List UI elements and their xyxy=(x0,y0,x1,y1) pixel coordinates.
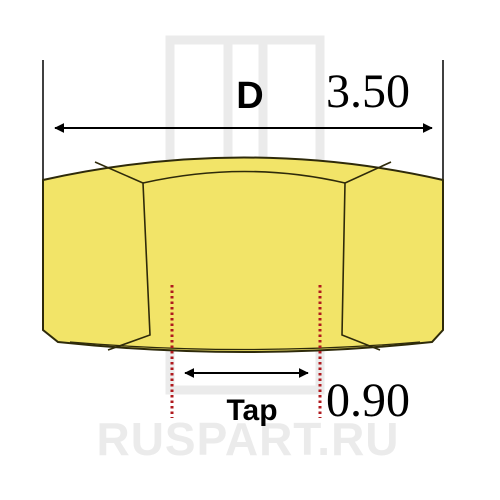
hex-nut-body xyxy=(42,156,444,353)
hex-facet-right xyxy=(341,161,392,351)
hex-bottom-chamfer xyxy=(69,341,421,351)
tap-label: Tap xyxy=(226,394,277,427)
diameter-value: 3.50 xyxy=(326,65,410,118)
tap-value: 0.90 xyxy=(326,374,410,427)
hex-facet-left xyxy=(94,161,151,351)
watermark-text: RUSPART.RU xyxy=(96,413,399,465)
hex-top-edge xyxy=(142,170,346,184)
diameter-symbol: D xyxy=(236,75,263,117)
